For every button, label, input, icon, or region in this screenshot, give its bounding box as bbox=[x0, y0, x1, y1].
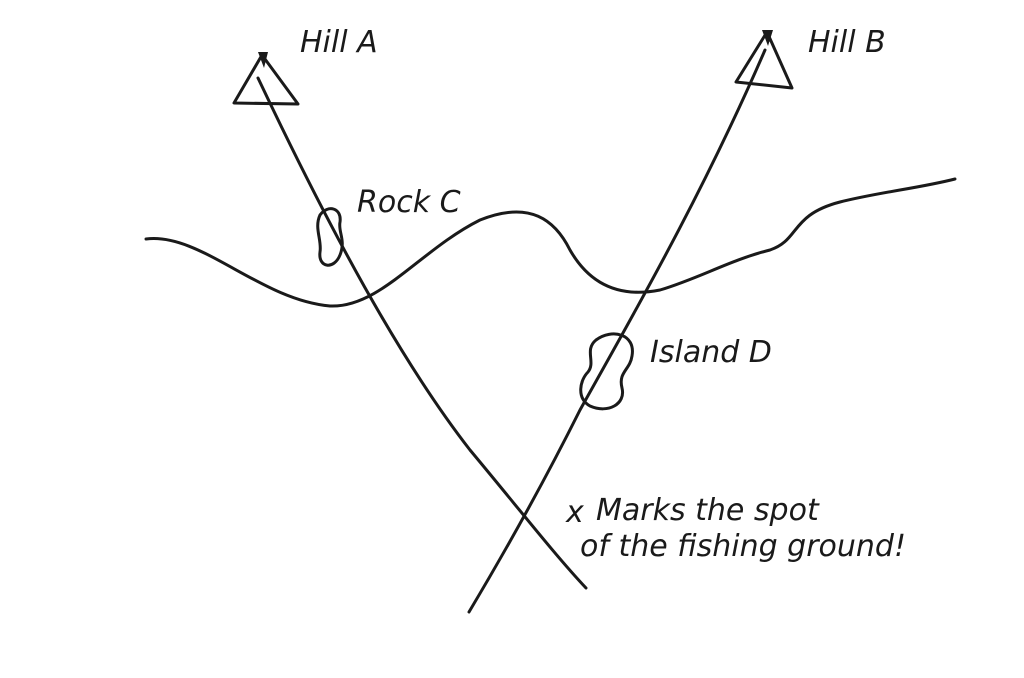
note-line-1: Marks the spot bbox=[596, 493, 820, 528]
hill-b-icon bbox=[734, 30, 794, 90]
spot-marker: x bbox=[565, 495, 584, 530]
label-hill-a: Hill A bbox=[300, 25, 378, 60]
rock-c-icon bbox=[316, 207, 344, 267]
note-line-2: of the fishing ground! bbox=[580, 529, 906, 564]
label-island-d: Island D bbox=[650, 335, 772, 370]
label-hill-b: Hill B bbox=[808, 25, 886, 60]
coastline bbox=[144, 177, 957, 308]
hill-a-icon bbox=[232, 52, 300, 106]
island-d-icon bbox=[579, 332, 634, 411]
label-rock-c: Rock C bbox=[357, 185, 461, 220]
sight-line-hill-b bbox=[467, 48, 767, 614]
sight-line-hill-a bbox=[256, 76, 588, 590]
